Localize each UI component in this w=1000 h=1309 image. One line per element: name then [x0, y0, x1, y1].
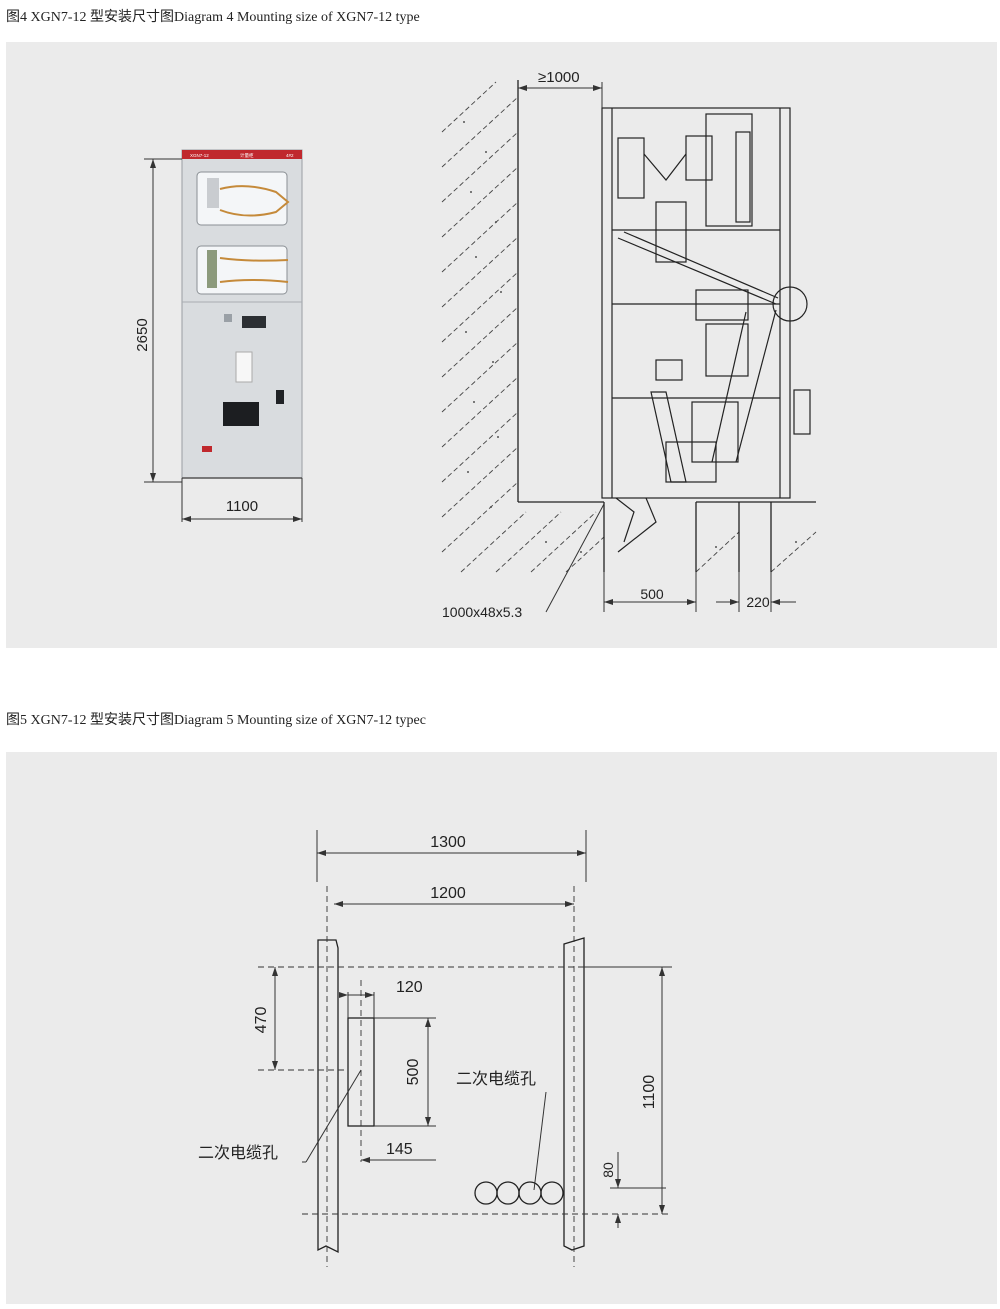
dim-470: 470: [253, 1007, 270, 1034]
dim-220: 220: [746, 594, 770, 610]
dim-80: 80: [600, 1162, 616, 1178]
foundation-channels: [317, 937, 585, 1254]
dim-145: 145: [386, 1141, 413, 1158]
dim-500: 500: [405, 1059, 422, 1086]
figure4-panel: XGN7-12 计量柜 4#2 2650 1100: [6, 42, 997, 648]
switchgear-side-frame: [601, 107, 811, 553]
cabinet-top-label: XGN7-12: [190, 153, 209, 158]
cabinet-dimension-lines: [144, 158, 303, 522]
dim-1200: 1200: [430, 885, 466, 902]
figure5-arrowheads: [272, 850, 665, 1223]
figure5-dimension-lines: [274, 830, 672, 1228]
figure5-drawing: 1300 1200 120 470 500 145 1100 80 二次电缆孔 …: [198, 830, 672, 1267]
dim-120: 120: [396, 979, 423, 996]
figure5-panel: 1300 1200 120 470 500 145 1100 80 二次电缆孔 …: [6, 752, 997, 1304]
figure4-drawing: XGN7-12 计量柜 4#2 2650 1100: [134, 69, 817, 620]
wall-clearance-dim: ≥1000: [538, 69, 580, 86]
dim-1100: 1100: [641, 1075, 658, 1110]
cable-hole-label-left: 二次电缆孔: [198, 1144, 278, 1162]
figure4-caption: 图4 XGN7-12 型安装尺寸图Diagram 4 Mounting size…: [6, 10, 420, 25]
cabinet-height-dim: 2650: [134, 318, 151, 351]
figure5-caption: 图5 XGN7-12 型安装尺寸图Diagram 5 Mounting size…: [6, 713, 426, 728]
dim-500: 500: [640, 586, 664, 602]
cabinet-top-label-mid: 计量柜: [240, 152, 254, 159]
wall-and-floor: [517, 80, 816, 572]
cabinet-top-strip: [182, 150, 302, 159]
dim-1300: 1300: [430, 834, 466, 851]
cable-holes-circles: [474, 1181, 564, 1205]
bar-spec-label: 1000x48x5.3: [442, 604, 522, 620]
wall-dots: [463, 121, 797, 553]
cable-hole-label-right: 二次电缆孔: [456, 1070, 536, 1088]
cabinet-width-dim: 1100: [226, 498, 258, 515]
cabinet-front-view: XGN7-12 计量柜 4#2: [181, 149, 303, 479]
side-view-dimension-lines: [518, 82, 796, 613]
cabinet-top-label-right: 4#2: [286, 153, 294, 158]
wall-hatching: [441, 81, 817, 573]
